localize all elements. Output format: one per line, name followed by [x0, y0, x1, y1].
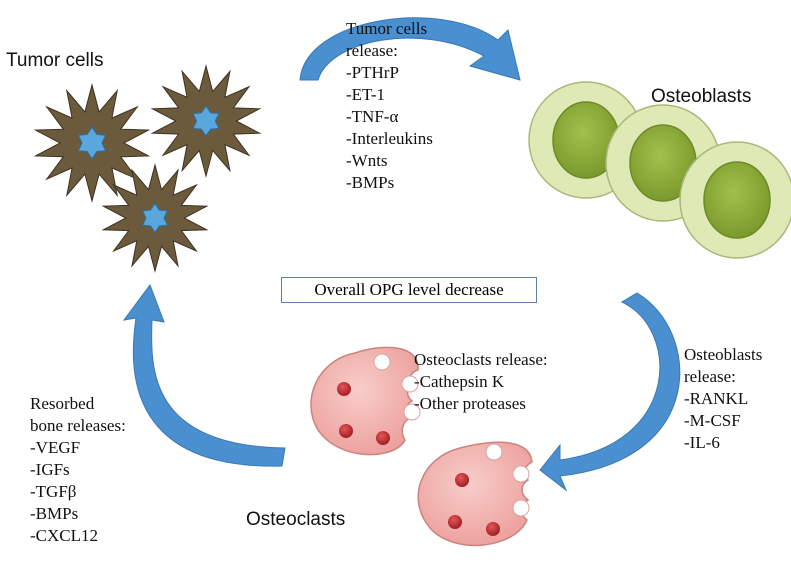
cycle-arrows — [122, 17, 681, 492]
osteoblasts-label: Osteoblasts — [651, 86, 752, 107]
osteoclast-release-item: -Cathepsin K — [414, 372, 505, 391]
tumor-release-item: -Wnts — [346, 151, 388, 170]
arrow-osteoclasts-to-tumor — [122, 283, 286, 467]
bone-release-item: -CXCL12 — [30, 526, 98, 545]
osteoblast-release-heading: release: — [684, 367, 736, 386]
tumor-release-heading: release: — [346, 41, 398, 60]
tumor-release-list: Tumor cells release: -PTHrP -ET-1 -TNF-α… — [346, 18, 433, 194]
bone-release-item: -TGFβ — [30, 482, 77, 501]
osteoclasts-label: Osteoclasts — [246, 509, 346, 530]
bone-release-heading: bone releases: — [30, 416, 126, 435]
osteoblast-release-heading: Osteoblasts — [684, 345, 763, 364]
bone-release-item: -VEGF — [30, 438, 81, 457]
opg-level-box: Overall OPG level decrease — [281, 277, 537, 303]
osteoblast-release-list: Osteoblasts release: -RANKL -M-CSF -IL-6 — [684, 344, 762, 454]
tumor-cell — [150, 64, 262, 178]
osteoclast-release-item: -Other proteases — [414, 394, 526, 413]
tumor-release-item: -TNF-α — [346, 107, 399, 126]
tumor-cells-illustration — [33, 64, 262, 273]
tumor-cell — [101, 163, 209, 273]
tumor-release-heading: Tumor cells — [346, 19, 428, 38]
osteoblast-cell — [679, 141, 791, 259]
tumor-nucleus — [192, 105, 220, 137]
osteoclast-cell — [417, 441, 533, 547]
bone-release-item: -IGFs — [30, 460, 70, 479]
tumor-release-item: -PTHrP — [346, 63, 399, 82]
tumor-release-item: -BMPs — [346, 173, 395, 192]
osteoclast-release-list: Osteoclasts release: -Cathepsin K -Other… — [414, 349, 548, 415]
bone-release-heading: Resorbed — [30, 394, 95, 413]
tumor-release-item: -Interleukins — [346, 129, 433, 148]
osteoblast-release-item: -IL-6 — [684, 433, 720, 452]
osteoclast-cell — [310, 346, 421, 456]
arrow-tumor-to-osteoblasts — [299, 17, 521, 81]
tumor-release-item: -ET-1 — [346, 85, 386, 104]
tumor-nucleus — [141, 202, 169, 234]
bone-release-list: Resorbed bone releases: -VEGF -IGFs -TGF… — [30, 393, 126, 547]
osteoblasts-illustration — [528, 81, 791, 259]
bone-release-item: -BMPs — [30, 504, 79, 523]
arrow-osteoblasts-to-osteoclasts — [539, 292, 681, 492]
tumor-cells-label: Tumor cells — [6, 50, 104, 71]
osteoclast-release-heading: Osteoclasts release: — [414, 350, 548, 369]
osteoblast-release-item: -M-CSF — [684, 411, 741, 430]
osteoclasts-illustration — [310, 346, 533, 547]
tumor-nucleus — [77, 126, 107, 160]
osteoblast-release-item: -RANKL — [684, 389, 749, 408]
tumor-cell — [33, 83, 151, 203]
